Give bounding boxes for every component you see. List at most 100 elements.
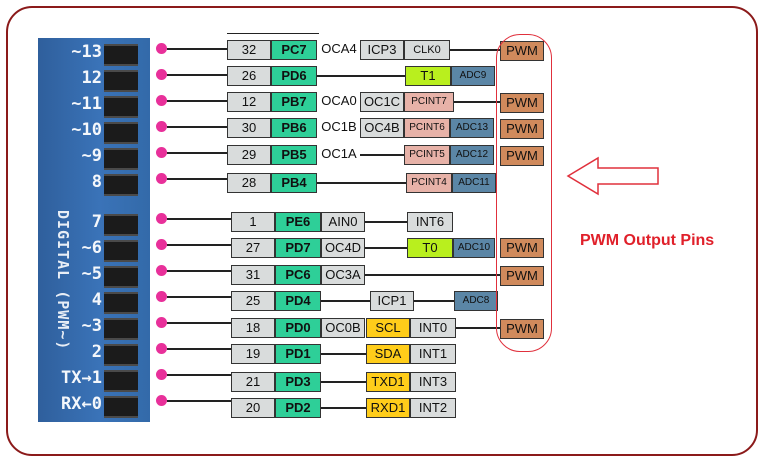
pin-dot [156,121,167,132]
connector-line [167,322,231,324]
pin-header [104,240,138,262]
connector-line [167,374,231,376]
function-label: OC4B [360,118,404,138]
connector-line [167,348,231,350]
connector-line [321,407,366,409]
function-label: ICP1 [370,291,414,311]
connector-line [321,353,366,355]
connector-line [321,381,366,383]
chip-pin-number: 18 [231,318,275,338]
connector-line [321,300,370,302]
function-label: OCA0 [321,93,357,108]
pwm-tag: PWM [500,93,544,113]
function-label: PCINT5 [404,145,450,165]
pin-header [104,292,138,314]
port-name: PD7 [275,238,321,258]
function-label: OCA4 [321,41,357,56]
function-label: AIN0 [321,212,365,232]
connector-line [360,154,404,156]
port-name: PD4 [275,291,321,311]
pin-label: 8 [91,172,102,192]
port-name: PE6 [275,212,321,232]
function-label: OC1C [360,92,404,112]
pin-dot [156,173,167,184]
connector-line [167,296,231,298]
function-label: PCINT7 [404,92,454,112]
pin-dot [156,43,167,54]
connector-line [454,101,500,103]
pin-header [104,70,138,92]
chip-pin-number: 12 [227,92,271,112]
chip-pin-number: 32 [227,40,271,60]
board-label: DIGITAL (PWM~) [54,210,72,351]
function-label: CLK0 [404,40,450,60]
function-label: OC0B [321,318,365,338]
connector-line [167,400,231,402]
pin-label: ~3 [81,316,102,336]
chip-pin-number: 26 [227,66,271,86]
function-label: ADC10 [453,238,495,258]
connector-line [414,300,454,302]
pin-header [104,96,138,118]
chip-pin-number: 19 [231,344,275,364]
connector-line [167,74,227,76]
function-label: T1 [405,66,451,86]
function-label: OC1A [321,146,357,161]
function-label: INT2 [410,398,456,418]
port-name: PD6 [271,66,317,86]
pin-label: ~9 [81,146,102,166]
connector-line [167,244,231,246]
pin-header [104,174,138,196]
port-name: PD0 [275,318,321,338]
connector-line [365,274,500,276]
function-label: ICP3 [360,40,404,60]
pin-header [104,122,138,144]
pin-label: TX→1 [61,368,102,388]
pin-header [104,396,138,418]
pin-dot [156,147,167,158]
pin-dot [156,291,167,302]
chip-pin-number: 21 [231,372,275,392]
chip-pin-number: 30 [227,118,271,138]
pin-dot [156,265,167,276]
connector-line [167,48,227,50]
connector-line [317,75,405,77]
port-name: PB6 [271,118,317,138]
port-name: PC6 [275,265,321,285]
pin-header [104,214,138,236]
pin-header [104,344,138,366]
pin-label: 4 [91,290,102,310]
pin-header [104,318,138,340]
pwm-tag: PWM [500,238,544,258]
pin-dot [156,239,167,250]
function-label: INT6 [407,212,453,232]
function-label: INT3 [410,372,456,392]
pin-dot [156,369,167,380]
connector-line [167,100,227,102]
connector-line [450,49,500,51]
function-label: SDA [366,344,410,364]
pin-dot [156,317,167,328]
function-label: PCINT6 [404,118,450,138]
pin-dot [156,69,167,80]
function-label: PCINT4 [406,173,452,193]
port-name: PD2 [275,398,321,418]
pin-label: RX←0 [61,394,102,414]
function-label: RXD1 [366,398,410,418]
function-label: OC3A [321,265,365,285]
function-label: T0 [407,238,453,258]
pin-label: 7 [91,212,102,232]
connector-line [365,247,407,249]
pin-label: 2 [91,342,102,362]
function-label: INT1 [410,344,456,364]
function-label: INT0 [410,318,456,338]
pwm-tag: PWM [500,146,544,166]
chip-pin-number: 25 [231,291,275,311]
pwm-tag: PWM [500,266,544,286]
function-label: ADC9 [451,66,495,86]
pin-dot [156,213,167,224]
connector-line [167,270,231,272]
connector-line [317,182,406,184]
left-arrow-icon [566,156,659,196]
pin-label: ~13 [71,42,102,62]
